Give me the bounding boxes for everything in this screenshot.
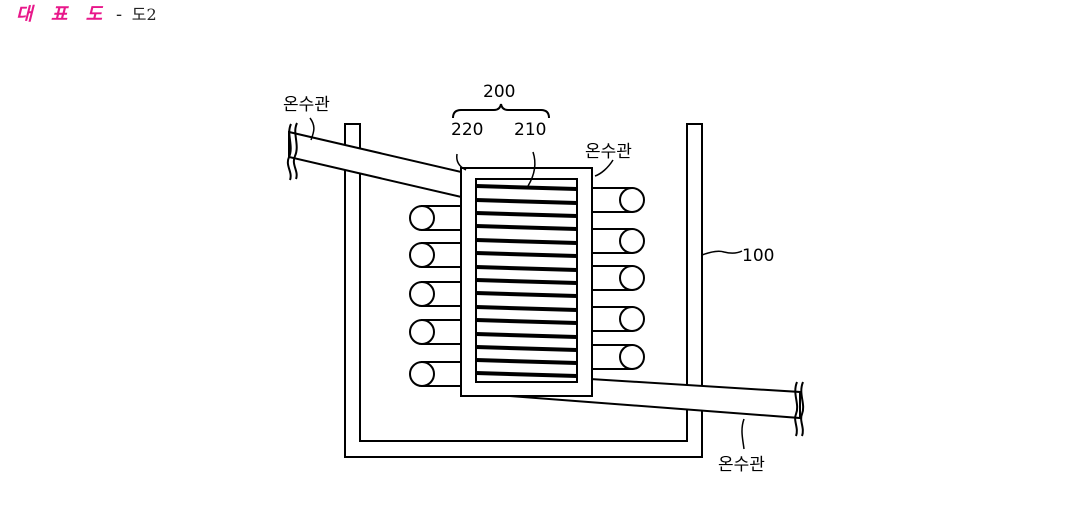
label-core-210: 210 <box>514 120 546 140</box>
coil-end-left-4 <box>410 320 434 344</box>
coil-end-right-5 <box>620 345 644 369</box>
brace-200 <box>453 104 549 118</box>
coil-end-right-1 <box>620 188 644 212</box>
label-pipe-bottom: 온수관 <box>718 455 765 475</box>
leader-100 <box>702 251 742 255</box>
label-assembly-200: 200 <box>483 82 515 102</box>
coil-end-right-4 <box>620 307 644 331</box>
coil-end-left-2 <box>410 243 434 267</box>
label-pipe-top-left: 온수관 <box>283 95 330 115</box>
coil-end-left-5 <box>410 362 434 386</box>
coil-end-left-3 <box>410 282 434 306</box>
leader-pipe-bottom <box>742 419 744 449</box>
coil-end-left-1 <box>410 206 434 230</box>
label-pipe-right: 온수관 <box>585 142 632 162</box>
inlet-pipe <box>289 132 470 199</box>
label-tank-100: 100 <box>742 246 774 266</box>
coil-end-right-3 <box>620 266 644 290</box>
leader-pipe-right <box>595 160 613 176</box>
coil-end-right-2 <box>620 229 644 253</box>
label-frame-220: 220 <box>451 120 483 140</box>
